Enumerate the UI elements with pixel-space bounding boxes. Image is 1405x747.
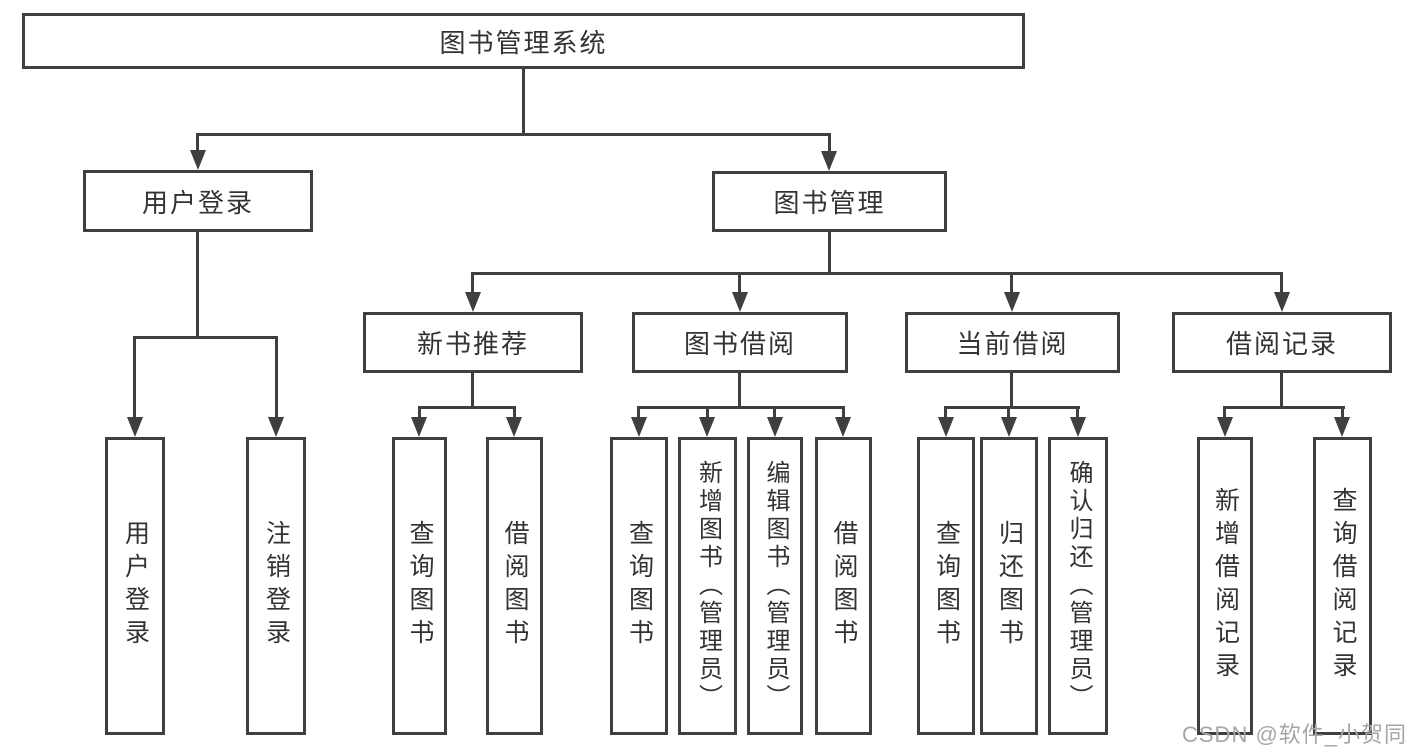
node-new-book-recommendation: 新书推荐 bbox=[363, 312, 583, 373]
connector-line bbox=[522, 69, 525, 135]
connector-line bbox=[275, 336, 278, 419]
connector-line bbox=[196, 232, 199, 336]
leaf-borrow-books: 借阅图书 bbox=[815, 437, 872, 735]
arrowhead-down-icon bbox=[835, 417, 851, 437]
node-label: 图书管理系统 bbox=[439, 27, 608, 58]
connector-line bbox=[637, 406, 640, 420]
leaf-query-borrow-record: 查询借阅记录 bbox=[1313, 437, 1372, 735]
connector-line bbox=[637, 406, 845, 409]
connector-line bbox=[944, 406, 1080, 409]
connector-line bbox=[133, 336, 136, 419]
node-library-management-system: 图书管理系统 bbox=[22, 13, 1025, 69]
connector-line bbox=[471, 272, 1283, 275]
arrowhead-down-icon bbox=[821, 151, 837, 171]
node-label: 用户登录 bbox=[121, 520, 150, 652]
node-label: 用户登录 bbox=[141, 187, 254, 218]
csdn-watermark: CSDN @软件_小贺同学 bbox=[1182, 722, 1405, 747]
connector-line bbox=[828, 133, 831, 153]
node-label: 归还图书 bbox=[995, 520, 1024, 652]
leaf-return-books: 归还图书 bbox=[980, 437, 1038, 735]
arrowhead-down-icon bbox=[190, 150, 206, 170]
connector-line bbox=[471, 272, 474, 294]
connector-line bbox=[1280, 272, 1283, 294]
connector-line bbox=[513, 406, 516, 420]
node-current-borrowing: 当前借阅 bbox=[905, 312, 1120, 373]
node-label: 图书借阅 bbox=[683, 329, 796, 359]
connector-line bbox=[196, 133, 199, 153]
leaf-add-books-admin: 新增图书（管理员） bbox=[678, 437, 737, 735]
node-book-borrowing: 图书借阅 bbox=[632, 312, 848, 373]
connector-line bbox=[842, 406, 845, 420]
node-label: 注销登录 bbox=[262, 520, 291, 652]
connector-line bbox=[1223, 406, 1345, 409]
node-label: 确认归还（管理员） bbox=[1065, 460, 1092, 712]
connector-line bbox=[1223, 406, 1226, 420]
leaf-add-borrow-record: 新增借阅记录 bbox=[1197, 437, 1253, 735]
node-label: 当前借阅 bbox=[956, 329, 1069, 359]
arrowhead-down-icon bbox=[127, 417, 143, 437]
connector-line bbox=[133, 336, 278, 339]
arrowhead-down-icon bbox=[411, 417, 427, 437]
arrowhead-down-icon bbox=[268, 417, 284, 437]
connector-line bbox=[738, 272, 741, 294]
connector-line bbox=[196, 133, 831, 136]
node-label: 查询借阅记录 bbox=[1329, 487, 1357, 685]
leaf-borrow-books-recommend: 借阅图书 bbox=[486, 437, 543, 735]
arrowhead-down-icon bbox=[1334, 417, 1350, 437]
arrowhead-down-icon bbox=[1070, 417, 1086, 437]
connector-line bbox=[1076, 406, 1079, 420]
node-label: 新增借阅记录 bbox=[1211, 487, 1240, 685]
node-label: 借阅记录 bbox=[1225, 329, 1338, 359]
connector-line bbox=[418, 406, 516, 409]
node-borrowing-records: 借阅记录 bbox=[1172, 312, 1392, 373]
leaf-query-books-current: 查询图书 bbox=[917, 437, 975, 735]
connector-line bbox=[1341, 406, 1344, 420]
node-label: 图书管理 bbox=[773, 188, 886, 218]
arrowhead-down-icon bbox=[699, 417, 715, 437]
connector-line bbox=[828, 232, 831, 272]
connector-line bbox=[1280, 373, 1283, 406]
arrowhead-down-icon bbox=[631, 417, 647, 437]
arrowhead-down-icon bbox=[1004, 292, 1020, 312]
node-label: 编辑图书（管理员） bbox=[762, 460, 789, 712]
arrowhead-down-icon bbox=[1274, 292, 1290, 312]
connector-line bbox=[1010, 373, 1013, 406]
arrowhead-down-icon bbox=[506, 417, 522, 437]
arrowhead-down-icon bbox=[1001, 417, 1017, 437]
node-label: 查询图书 bbox=[625, 520, 654, 652]
leaf-query-books-borrow: 查询图书 bbox=[610, 437, 668, 735]
connector-line bbox=[944, 406, 947, 420]
connector-line bbox=[773, 406, 776, 420]
node-label: 新书推荐 bbox=[416, 329, 529, 359]
arrowhead-down-icon bbox=[465, 292, 481, 312]
node-label: 借阅图书 bbox=[830, 520, 858, 652]
leaf-user-login: 用户登录 bbox=[105, 437, 165, 735]
leaf-query-books-recommend: 查询图书 bbox=[392, 437, 447, 735]
connector-line bbox=[738, 373, 741, 406]
arrowhead-down-icon bbox=[938, 417, 954, 437]
leaf-edit-books-admin: 编辑图书（管理员） bbox=[747, 437, 803, 735]
node-label: 新增图书（管理员） bbox=[694, 460, 722, 712]
node-label: 借阅图书 bbox=[501, 520, 529, 652]
leaf-logout: 注销登录 bbox=[246, 437, 306, 735]
node-label: 查询图书 bbox=[406, 520, 434, 652]
arrowhead-down-icon bbox=[767, 417, 783, 437]
connector-line bbox=[1007, 406, 1010, 420]
node-label: 查询图书 bbox=[932, 520, 961, 652]
node-user-login: 用户登录 bbox=[83, 170, 313, 232]
connector-line bbox=[418, 406, 421, 420]
connector-line bbox=[471, 373, 474, 406]
arrowhead-down-icon bbox=[1217, 417, 1233, 437]
node-book-management: 图书管理 bbox=[712, 171, 947, 232]
connector-line bbox=[706, 406, 709, 420]
arrowhead-down-icon bbox=[732, 292, 748, 312]
connector-line bbox=[1010, 272, 1013, 294]
leaf-confirm-return-admin: 确认归还（管理员） bbox=[1048, 437, 1108, 735]
